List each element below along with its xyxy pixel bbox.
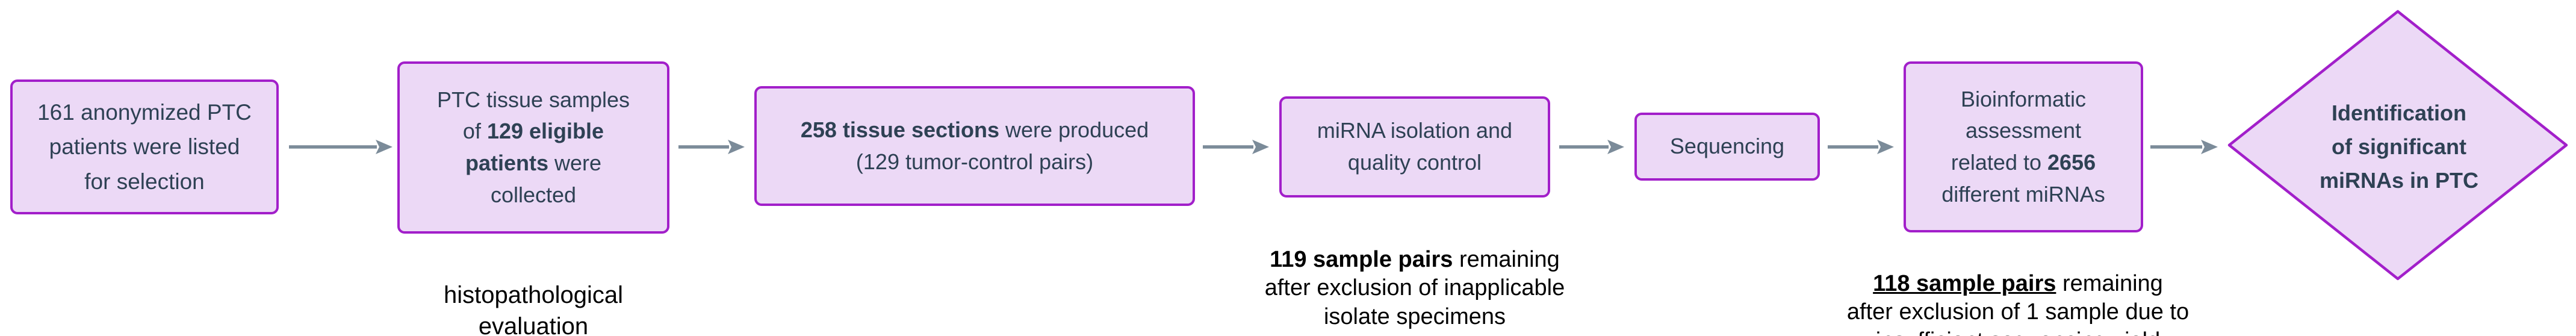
flow-arrow-2 [678,140,745,154]
flow-arrow-5 [1828,140,1894,154]
flow-box-mirna-isolation: miRNA isolation and quality control [1279,96,1550,198]
flow-box-sequencing: Sequencing [1634,113,1820,181]
caption-119-sample-pairs-text: 119 sample pairs remaining after exclusi… [1264,246,1565,329]
caption-118-sample-pairs-text: 118 sample pairs remaining after exclusi… [1846,270,2190,336]
diamond-shape-icon [2227,10,2568,281]
caption-118-sample-pairs: 118 sample pairs remaining after exclusi… [1847,241,2189,336]
flow-box-tissue-sections-label: 258 tissue sections were produced (129 t… [800,117,1149,174]
flow-arrow-3 [1203,140,1269,154]
flow-box-bioinformatic-assessment: Bioinformatic assessment related to 2656… [1904,61,2143,232]
flow-arrow-1 [289,140,393,154]
flow-diamond-identification-text: Identification of significant miRNAs in … [2319,101,2479,193]
flow-diamond-identification: Identification of significant miRNAs in … [2221,8,2576,285]
flow-diamond-identification-label: Identification of significant miRNAs in … [2221,8,2576,285]
flow-box-bioinformatic-assessment-label: Bioinformatic assessment related to 2656… [1941,86,2105,207]
flow-box-sequencing-label: Sequencing [1669,134,1785,159]
flow-box-patients-listed: 161 anonymized PTC patients were listed … [10,79,279,214]
caption-119-sample-pairs: 119 sample pairs remaining after exclusi… [1265,217,1565,331]
flow-box-samples-collected: PTC tissue samples of 129 eligible patie… [397,61,669,234]
flow-arrow-6 [2150,140,2218,154]
flow-box-mirna-isolation-label: miRNA isolation and quality control [1317,118,1513,175]
caption-histopathological-evaluation-text: histopathological evaluation [444,282,623,336]
flow-box-samples-collected-label: PTC tissue samples of 129 eligible patie… [436,87,630,207]
caption-histopathological-evaluation: histopathological evaluation [444,248,623,336]
flow-arrow-4 [1559,140,1624,154]
flow-box-tissue-sections: 258 tissue sections were produced (129 t… [754,86,1195,206]
flow-box-patients-listed-label: 161 anonymized PTC patients were listed … [37,99,252,194]
